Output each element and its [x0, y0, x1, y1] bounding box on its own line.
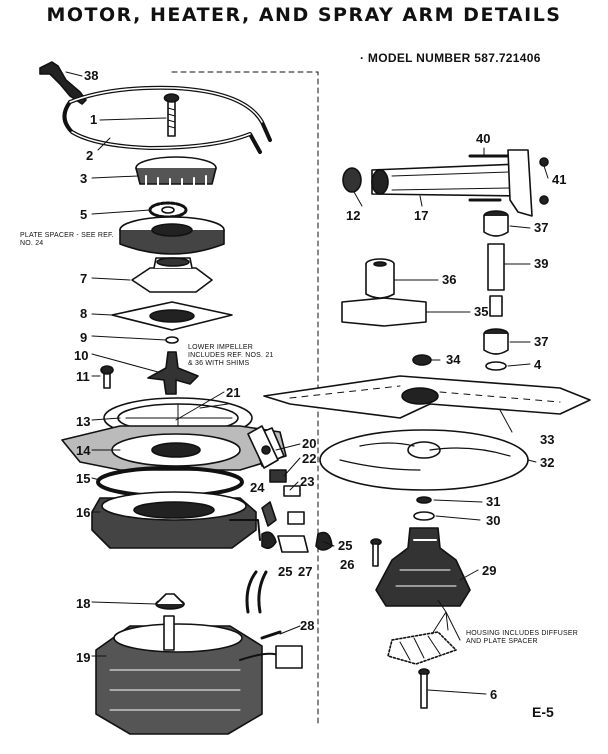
part-label: 23	[300, 474, 315, 489]
part-label: 22	[302, 451, 317, 466]
heater-terminal-icon	[39, 61, 87, 105]
part-label: 21	[226, 385, 241, 400]
part-label: 35	[474, 304, 489, 319]
part-label: 25	[278, 564, 293, 579]
part-label: 41	[552, 172, 567, 187]
part-label: 9	[80, 330, 88, 345]
part-label: 25	[338, 538, 353, 553]
washer-icon	[165, 336, 179, 344]
motor-cover-icon	[131, 257, 213, 293]
screw-icon	[163, 93, 180, 137]
part-label: 19	[76, 650, 91, 665]
part-label: 14	[76, 443, 91, 458]
part-label: 20	[302, 436, 317, 451]
part-label: 5	[80, 207, 88, 222]
nut-icon	[412, 354, 432, 366]
upper-impeller-icon	[135, 156, 217, 190]
wire-icon	[245, 570, 268, 614]
part-label: 24	[250, 480, 265, 495]
spray-arm-icon	[263, 375, 591, 419]
part-label: 38	[84, 68, 99, 83]
part-label: 11	[76, 369, 90, 384]
part-label: 34	[446, 352, 461, 367]
small-clips-icon	[261, 501, 333, 553]
leader-lines	[65, 71, 549, 695]
washer-icon	[416, 496, 432, 504]
housing-icon	[375, 527, 471, 607]
part-label: 32	[540, 455, 555, 470]
part-label: 2	[86, 148, 94, 163]
model-number: · MODEL NUMBER 587.721406	[360, 51, 541, 65]
part-label: 33	[540, 432, 555, 447]
part-label: 3	[80, 171, 88, 186]
bar-icon	[341, 297, 427, 327]
part-label: 12	[346, 208, 361, 223]
part-label: 29	[482, 563, 497, 578]
housing-note: HOUSING INCLUDES DIFFUSER AND PLATE SPAC…	[466, 630, 578, 645]
part-label: 26	[340, 557, 355, 572]
part-label: 4	[534, 357, 542, 372]
part-label: 17	[414, 208, 429, 223]
page-number: E-5	[532, 704, 554, 720]
lower-impeller-note: LOWER IMPELLER INCLUDES REF. NOS. 21 & 3…	[188, 344, 274, 367]
bearing-icon	[155, 593, 185, 610]
part-label: 10	[74, 348, 89, 363]
part-label: 6	[490, 687, 498, 702]
relay-icon	[247, 425, 301, 497]
alignment-line	[171, 71, 319, 726]
part-label: 7	[80, 271, 88, 286]
part-label: 13	[76, 414, 91, 429]
plate-spacer-note: PLATE SPACER - SEE REF. NO. 24	[20, 232, 114, 247]
gasket-plate-icon	[111, 301, 233, 331]
part-label: 37	[534, 334, 549, 349]
part-label: 28	[300, 618, 315, 633]
small-screw-icon	[260, 630, 282, 640]
part-label: 36	[442, 272, 457, 287]
plate-spacer-icon	[119, 216, 225, 255]
part-label: 37	[534, 220, 549, 235]
part-label: 8	[80, 306, 88, 321]
tube-connector-icon	[483, 210, 509, 371]
screw-icon	[370, 538, 382, 567]
washer-icon	[413, 511, 435, 521]
spray-tube-icon	[342, 163, 521, 197]
pump-housing-icon	[91, 491, 261, 549]
gear-icon	[148, 201, 188, 219]
diagram-title: MOTOR, HEATER, AND SPRAY ARM DETAILS	[46, 4, 562, 26]
filter-mesh-icon	[387, 631, 457, 665]
part-label: 40	[476, 131, 491, 146]
part-label: 31	[486, 494, 501, 509]
bracket-icon	[468, 149, 549, 217]
part-label: 18	[76, 596, 91, 611]
bolt-icon	[100, 365, 114, 389]
motor-icon	[95, 615, 303, 735]
part-label: 30	[486, 513, 501, 528]
bushing-icon	[365, 258, 395, 299]
part-label: 39	[534, 256, 549, 271]
diffuser-disc-icon	[319, 429, 529, 491]
lower-impeller-icon	[147, 351, 199, 395]
part-label: 15	[76, 471, 91, 486]
part-label: 1	[90, 112, 98, 127]
part-label: 16	[76, 505, 91, 520]
bolt-icon	[418, 668, 430, 709]
heater-element-icon	[62, 85, 272, 154]
part-label: 27	[298, 564, 313, 579]
